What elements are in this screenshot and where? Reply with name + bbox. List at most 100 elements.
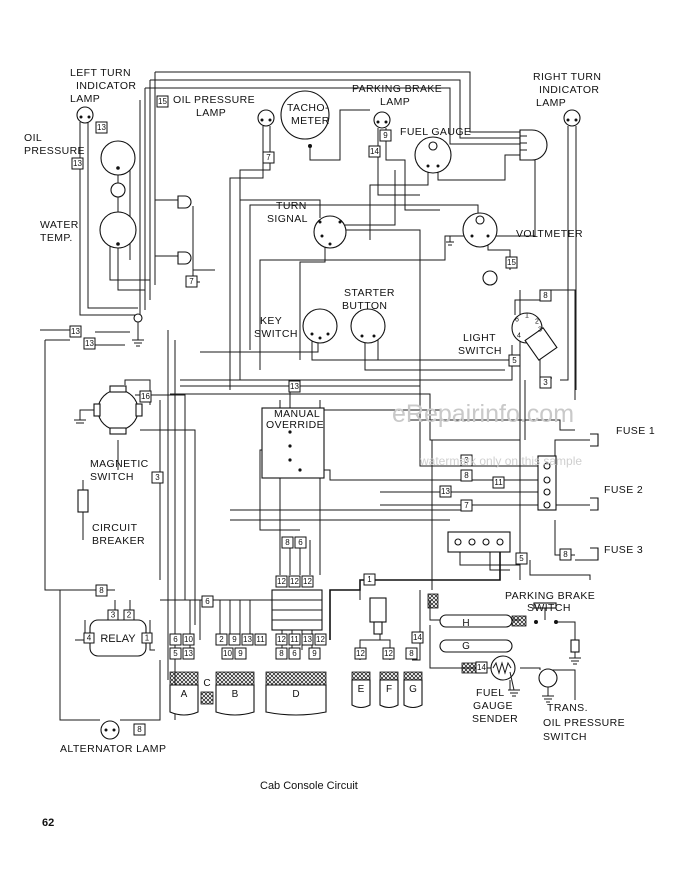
svg-text:3: 3 [464, 456, 469, 465]
wire-number-box: 5 [508, 354, 521, 367]
wire-number-box: 13 [439, 485, 452, 498]
svg-text:14: 14 [477, 663, 486, 672]
wire-number-box: 9 [379, 129, 392, 142]
light-switch: 6 1 2 3 4 [511, 312, 558, 361]
svg-text:12: 12 [277, 635, 286, 644]
svg-text:16: 16 [141, 392, 150, 401]
manual-override [261, 407, 325, 479]
wire-number-box: 5 [515, 552, 528, 565]
light-switch-label: LIGHT SWITCH [458, 332, 502, 357]
wire-number-box: 2 [215, 633, 228, 646]
harness-h-label: H [462, 618, 469, 629]
svg-text:6: 6 [205, 597, 210, 606]
svg-text:10: 10 [223, 649, 232, 658]
svg-text:13: 13 [243, 635, 252, 644]
watermark-sub: watermark only on this sample [419, 454, 582, 468]
cable-sleeve [511, 615, 527, 627]
svg-text:8: 8 [279, 649, 284, 658]
indicator-bulb-1 [177, 195, 192, 209]
wire-number-box: 3 [151, 471, 164, 484]
circuit-breaker-label: CIRCUIT BREAKER [92, 522, 145, 547]
connector-a-label: A [181, 689, 188, 700]
wire-number-box: 8 [559, 548, 572, 561]
fuel-gauge-sender-label: FUEL GAUGE SENDER [472, 687, 518, 725]
wire-number-box: 6 [169, 633, 182, 646]
connector-d-label: D [292, 689, 299, 700]
svg-text:13: 13 [71, 327, 80, 336]
cable-sleeve [461, 662, 477, 674]
right-turn-lamp [563, 109, 581, 127]
svg-text:13: 13 [85, 339, 94, 348]
wire-number-box: 7 [460, 499, 473, 512]
svg-text:6: 6 [292, 649, 297, 658]
wire-number-box: 7 [185, 275, 198, 288]
connector-b: B [215, 671, 255, 716]
wire-number-box: 7 [262, 151, 275, 164]
svg-text:9: 9 [383, 131, 388, 140]
right-turn-label: RIGHT TURN INDICATOR LAMP [533, 71, 605, 109]
svg-text:10: 10 [184, 635, 193, 644]
fuel-gauge-sender [490, 655, 520, 697]
svg-text:14: 14 [413, 633, 422, 642]
tachometer-label: TACHO- METER [287, 102, 332, 127]
wire-number-box: 13 [71, 157, 84, 170]
wire-number-box: 11 [288, 633, 301, 646]
oil-pressure-lamp [257, 109, 275, 127]
wire-number-box: 8 [460, 469, 473, 482]
wire-number-box: 9 [234, 647, 247, 660]
water-temp-gauge [99, 211, 137, 249]
wire-number-box: 12 [382, 647, 395, 660]
page-number: 62 [42, 817, 54, 829]
parking-brake-lamp-label: PARKING BRAKE LAMP [352, 83, 446, 108]
wire-number-box: 15 [156, 95, 169, 108]
voltmeter [446, 212, 498, 286]
svg-text:9: 9 [312, 649, 317, 658]
turn-signal [313, 215, 347, 249]
svg-text:8: 8 [285, 538, 290, 547]
svg-text:13: 13 [73, 159, 82, 168]
connector-b-label: B [232, 689, 239, 700]
svg-text:9: 9 [238, 649, 243, 658]
svg-text:12: 12 [303, 577, 312, 586]
svg-text:7: 7 [189, 277, 194, 286]
svg-text:15: 15 [507, 258, 516, 267]
wire-number-box: 3 [107, 609, 119, 621]
connector-g-label: G [409, 684, 417, 695]
fuse-3 [590, 547, 599, 561]
alternator-lamp [100, 720, 120, 740]
multi-pin-connector [519, 129, 548, 161]
wire-number-box: 15 [505, 256, 518, 269]
wire-number-box: 16 [139, 390, 152, 403]
svg-text:8: 8 [464, 471, 469, 480]
oil-pressure-gauge-label: OIL PRESSURE [24, 132, 85, 157]
svg-text:5: 5 [512, 356, 517, 365]
wire-number-box: 12 [301, 575, 314, 588]
wire-number-box: 1 [363, 573, 376, 586]
wire-number-box: 6 [294, 536, 307, 549]
svg-text:2: 2 [127, 611, 132, 620]
svg-text:4: 4 [517, 333, 521, 340]
harness-h [439, 614, 513, 628]
component-labels: LEFT TURN INDICATOR LAMP OIL PRESSURE WA… [24, 67, 655, 755]
wire-number-box: 14 [411, 631, 424, 644]
svg-text:5: 5 [519, 554, 524, 563]
ground-ring [132, 313, 144, 347]
parking-brake-switch [533, 602, 581, 665]
wire-number-box: 1 [141, 632, 153, 644]
wire-number-box: 6 [201, 595, 214, 608]
water-temp-label: WATER TEMP. [40, 219, 82, 244]
fuse-1 [590, 433, 599, 447]
svg-text:3: 3 [538, 327, 542, 334]
svg-text:13: 13 [184, 649, 193, 658]
wire-number-box: 12 [288, 575, 301, 588]
fuel-gauge [414, 136, 452, 174]
wire-number-box: 8 [281, 536, 294, 549]
magnetic-switch [74, 385, 143, 435]
wire-number-box: 8 [95, 584, 108, 597]
connector-c: C [200, 678, 214, 705]
wire-number-box: 14 [475, 661, 488, 674]
wire-number-box: 10 [182, 633, 195, 646]
wire-number-box: 8 [275, 647, 288, 660]
wire-number-box: 8 [133, 723, 146, 736]
svg-text:1: 1 [367, 575, 372, 584]
